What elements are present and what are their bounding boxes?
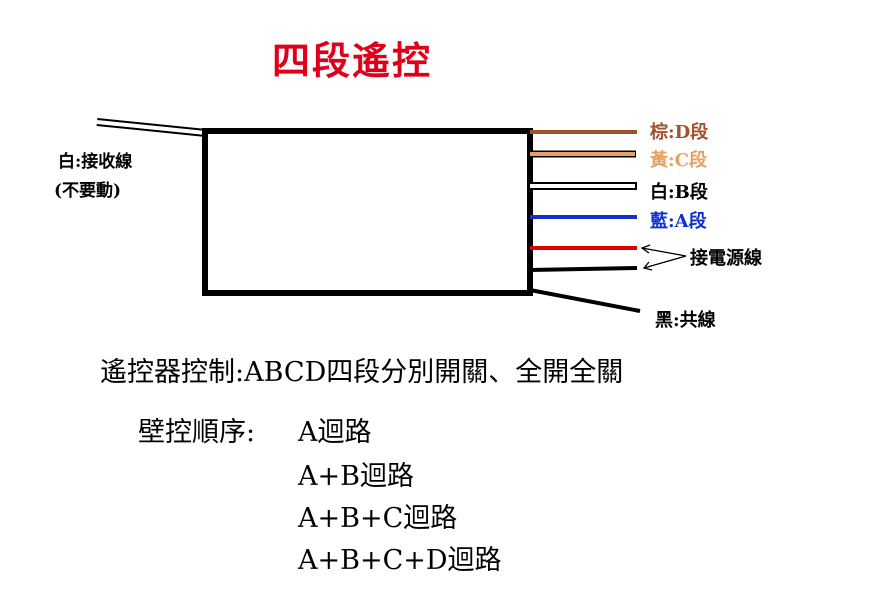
wire-yellow-label: 黃:C段: [650, 150, 707, 171]
wall-sequence-item: A+B+C+D迴路: [298, 545, 502, 576]
receiver-wire-note: (不要動): [54, 181, 122, 201]
wire-white-label: 白:B段: [650, 182, 708, 203]
wall-sequence-item: A迴路: [298, 417, 372, 448]
wall-sequence-item: A+B迴路: [298, 461, 414, 492]
wall-control-title: 壁控順序:: [138, 417, 256, 448]
remote-control-description: 遙控器控制:ABCD四段分別開關、全開全關: [100, 357, 624, 388]
wire-blue-label: 藍:A段: [650, 211, 707, 232]
wire-black-power: [529, 266, 638, 272]
controller-box: [202, 128, 533, 296]
wall-sequence-item: A+B+C迴路: [298, 503, 458, 534]
power-wire-label: 接電源線: [690, 248, 762, 269]
receiver-wire: [96, 118, 207, 137]
receiver-wire-label: 白:接收線: [58, 152, 133, 172]
power-arrows: [640, 244, 687, 271]
common-wire-label: 黑:共線: [655, 310, 716, 331]
wire-brown-label: 棕:D段: [650, 122, 709, 143]
wire-black-common: [529, 288, 641, 313]
diagram-title: 四段遙控: [272, 38, 433, 83]
